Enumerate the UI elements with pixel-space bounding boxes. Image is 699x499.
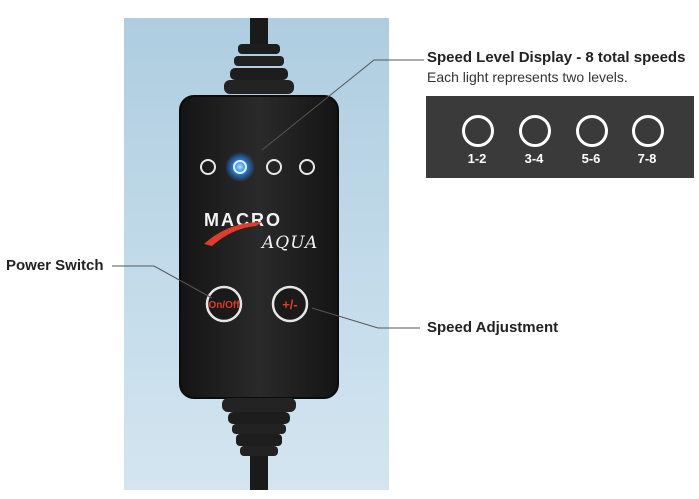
- cable-top: [250, 18, 268, 48]
- power-button-label: On/Off: [208, 300, 240, 311]
- speed-led-2-glow: [225, 152, 255, 182]
- speed-level-label: 5-6: [581, 151, 601, 166]
- speed-led-1: [200, 159, 216, 175]
- speed-level-ring: [462, 115, 494, 147]
- power-button[interactable]: On/Off: [205, 285, 243, 323]
- speed-level-item: 3-4: [509, 96, 559, 178]
- speed-adjust-button-label: +/-: [282, 297, 298, 312]
- brand-line-1: MACRO: [204, 210, 282, 230]
- brand-swoosh: [204, 222, 262, 246]
- speed-led-4: [299, 159, 315, 175]
- speed-level-ring: [632, 115, 664, 147]
- leader-speed-adjustment: [311, 307, 420, 329]
- speed-level-ring: [576, 115, 608, 147]
- speed-level-label: 3-4: [524, 151, 544, 166]
- brand-line-2: AQUA: [260, 233, 318, 253]
- speed-level-label: 1-2: [467, 151, 487, 166]
- speed-indicator-leds: [200, 152, 315, 182]
- speed-level-item: 1-2: [452, 96, 502, 178]
- leader-speed-display: [261, 59, 424, 151]
- speed-level-ring: [519, 115, 551, 147]
- speed-display-subtitle: Each light represents two levels.: [427, 69, 628, 85]
- leader-lines: [112, 59, 424, 329]
- leader-power-switch: [112, 265, 213, 299]
- strain-relief-bottom: [222, 398, 296, 456]
- brand-logo: MACRO AQUA: [204, 210, 318, 253]
- speed-level-panel: 1-2 3-4 5-6 7-8: [426, 96, 694, 178]
- strain-relief-top: [224, 44, 294, 94]
- speed-level-item: 5-6: [566, 96, 616, 178]
- speed-led-3: [266, 159, 282, 175]
- speed-adjustment-label: Speed Adjustment: [427, 319, 559, 336]
- cable-bottom: [250, 456, 268, 490]
- speed-level-item: 7-8: [622, 96, 672, 178]
- speed-adjust-button[interactable]: +/-: [271, 285, 309, 323]
- speed-led-2-lit: [233, 160, 247, 174]
- speed-level-label: 7-8: [637, 151, 657, 166]
- power-switch-label: Power Switch: [6, 257, 104, 274]
- speed-display-title: Speed Level Display - 8 total speeds: [427, 49, 686, 66]
